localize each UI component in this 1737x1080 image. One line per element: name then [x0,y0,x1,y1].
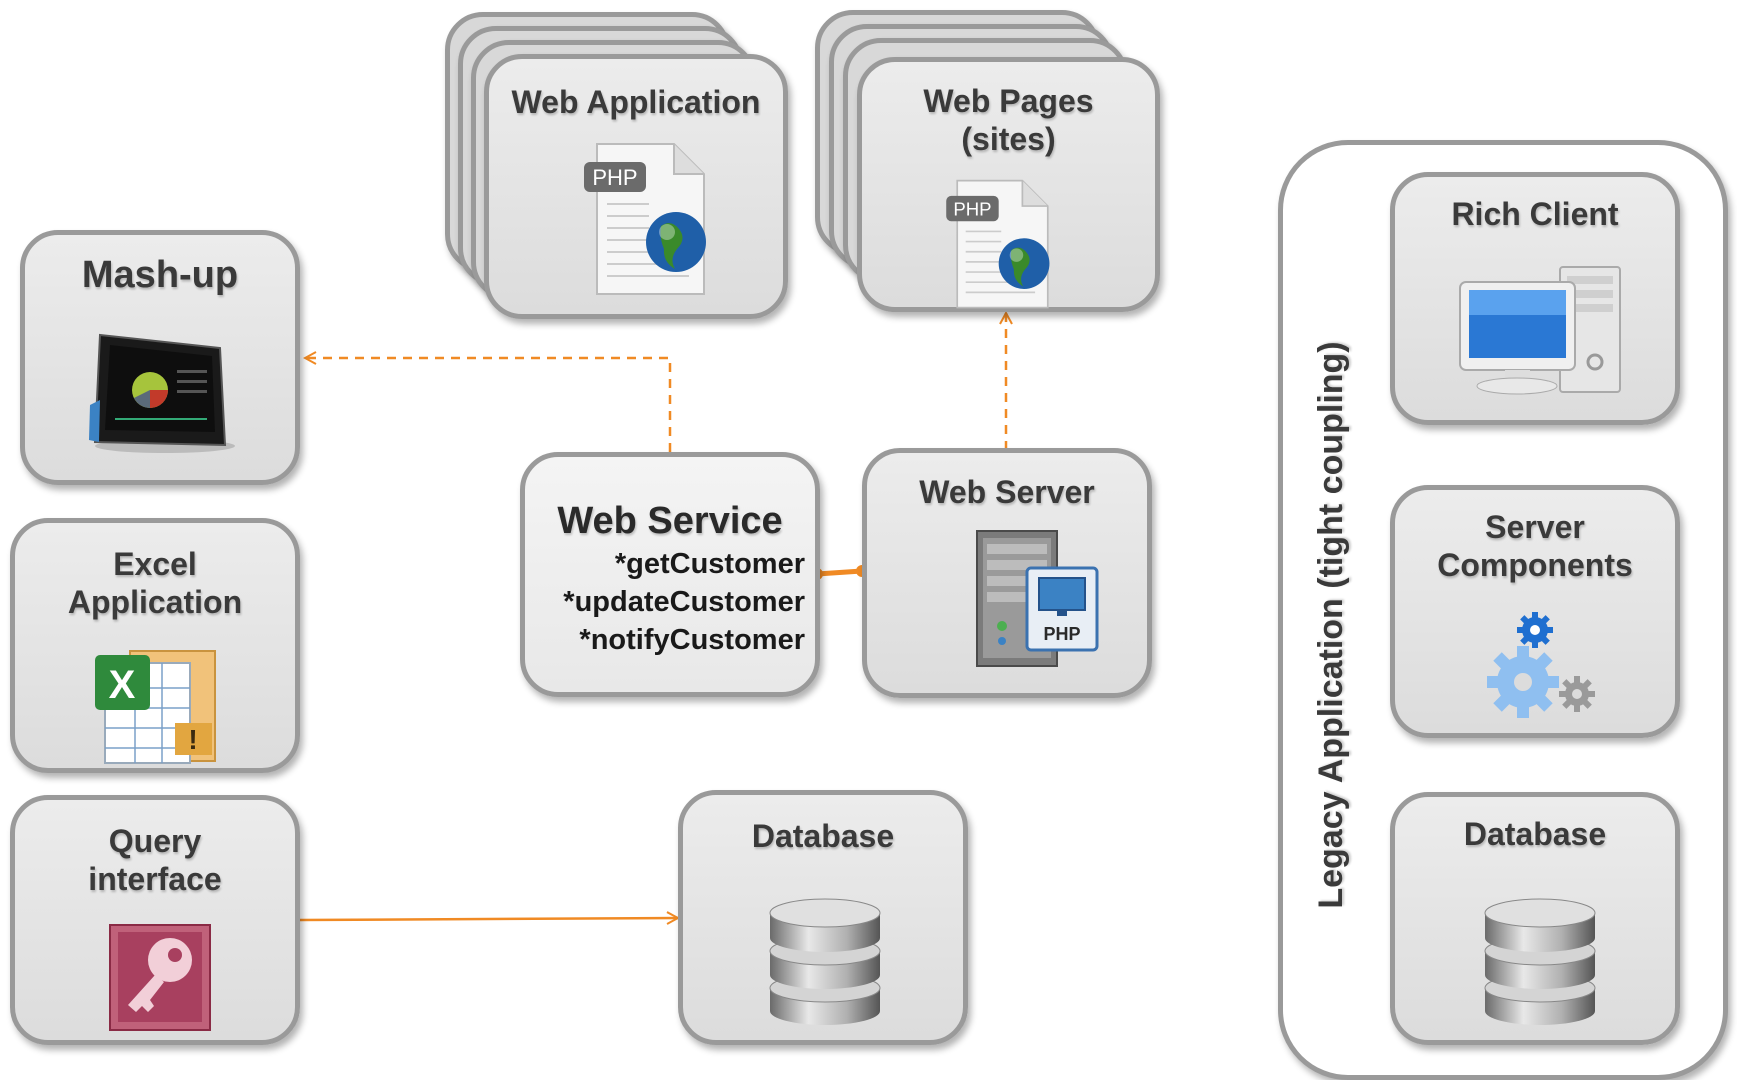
web-pages-title-line1: Web Pages [923,83,1094,119]
web-service-node[interactable]: Web Service *getCustomer *updateCustomer… [520,452,820,697]
php-document-icon: PHP [946,179,1050,309]
legacy-database-node[interactable]: Database [1390,792,1680,1045]
excel-title-line2: Application [67,584,243,621]
web-service-title: Web Service [557,500,783,542]
web-pages-node[interactable]: Web Pages (sites) PHP [857,57,1160,312]
desktop-computer-icon [1459,266,1621,395]
database-icon [1484,898,1596,1025]
mashup-node[interactable]: Mash-up [20,230,300,485]
server-php-icon: PHP [976,530,1099,667]
operation-getcustomer: *getCustomer [614,548,805,580]
web-pages-title: Web Pages (sites) [862,82,1155,159]
legacy-database-title: Database [1463,816,1607,852]
operation-notifycustomer: *notifyCustomer [579,624,805,656]
server-components-title-line2: Components [1437,547,1633,584]
excel-title: Excel Application [15,545,295,622]
tablet-icon [89,333,235,453]
database-icon [769,898,881,1025]
gears-icon [1487,612,1595,718]
web-server-title: Web Server [919,474,1095,510]
legacy-application-label: Legacy Application (tight coupling) [1312,341,1350,909]
php-badge: PHP [1043,624,1080,644]
server-components-node[interactable]: Server Components [1390,485,1680,738]
excel-application-node[interactable]: Excel Application X ! [10,518,300,773]
server-components-title: Server Components [1395,508,1675,585]
query-title-line1: Query [108,823,202,859]
web-server-node[interactable]: Web Server PHP [862,448,1152,698]
database-node[interactable]: Database [678,790,968,1045]
rich-client-node[interactable]: Rich Client [1390,172,1680,425]
php-badge: PHP [592,165,637,190]
excel-icon: X ! [95,650,216,764]
server-components-title-line1: Server [1485,509,1585,545]
query-to-database-connector [299,918,678,920]
excel-title-line1: Excel [113,546,197,582]
database-title: Database [751,818,895,854]
query-interface-node[interactable]: Query interface [10,795,300,1045]
web-pages-title-line2: (sites) [961,121,1056,158]
query-title: Query interface [15,822,295,899]
access-key-icon [109,924,211,1031]
php-document-icon: PHP [584,143,706,295]
svg-text:!: ! [188,724,197,755]
web-application-title: Web Application [511,84,761,120]
php-badge: PHP [953,198,991,219]
mashup-title: Mash-up [81,254,239,296]
web-application-node[interactable]: Web Application PHP [484,54,788,319]
operation-updatecustomer: *updateCustomer [563,586,805,618]
web-service-operations: *getCustomer *updateCustomer *notifyCust… [563,545,805,659]
svg-text:X: X [109,663,136,707]
webservice-to-mashup-connector [305,358,672,452]
query-title-line2: interface [88,861,222,898]
rich-client-title: Rich Client [1451,196,1619,232]
